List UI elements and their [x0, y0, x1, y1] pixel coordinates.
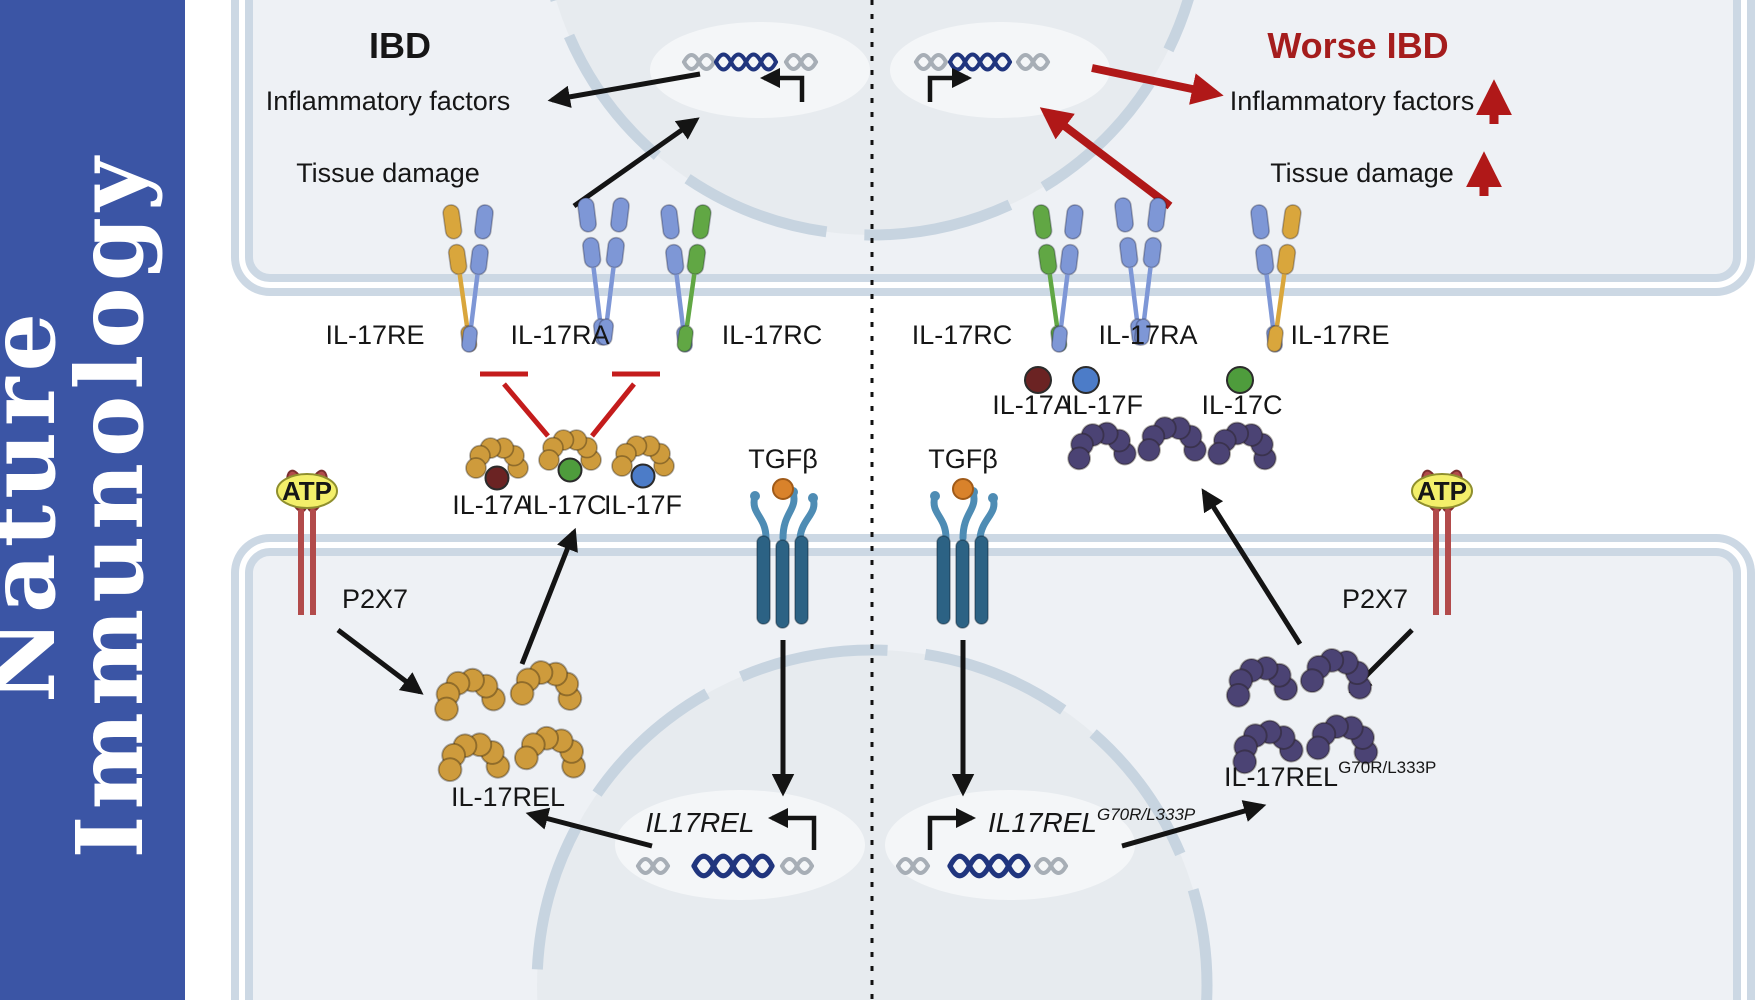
atp-label-right: ATP [1417, 476, 1467, 506]
worse-ibd-title: Worse IBD [1267, 25, 1448, 66]
cytokine-il17a-left [465, 437, 529, 491]
cytokine-il17c-left [538, 429, 602, 483]
label-il17rel-left: IL-17REL [451, 782, 565, 812]
cytokine-il17f-right [1072, 366, 1100, 394]
nucleus-bottom [531, 644, 1213, 1000]
arrow-receptor-to-nucleus-right [1039, 107, 1173, 210]
gene-il17rel-left: IL17REL [646, 807, 755, 838]
label-p2x7-right: P2X7 [1342, 584, 1408, 614]
label-p2x7-left: P2X7 [342, 584, 408, 614]
label-il17f-right: IL-17F [1065, 390, 1143, 420]
tgfb-ligand-right [952, 478, 974, 500]
il17rel-mutant-blobs-row [1063, 416, 1281, 472]
tissue-damage-left: Tissue damage [296, 158, 480, 188]
tissue-damage-right: Tissue damage [1270, 158, 1454, 188]
atp-badge-right: ATP [1411, 473, 1473, 509]
arrow-p2x7-to-cluster-left [336, 628, 424, 695]
inflammatory-factors-left: Inflammatory factors [266, 86, 511, 116]
journal-title-line2: Immunology [56, 152, 164, 859]
tgfb-ligand-left [772, 478, 794, 500]
label-il17ra-right: IL-17RA [1098, 320, 1197, 350]
label-tgfb-left: TGFβ [748, 444, 818, 474]
label-il17rc-right: IL-17RC [912, 320, 1013, 350]
atp-label-left: ATP [282, 476, 332, 506]
arrow-nucleus-to-factors-right [1091, 64, 1224, 105]
label-il17re-left: IL-17RE [325, 320, 424, 350]
atp-badge-left: ATP [276, 473, 338, 509]
label-il17rc-left: IL-17RC [722, 320, 823, 350]
tgfb-receptor-left [750, 487, 818, 628]
cytokine-il17c-right [1226, 366, 1254, 394]
label-il17a-left: IL-17A [452, 490, 532, 520]
journal-title-line1: Nature [0, 307, 76, 703]
label-il17a-right: IL-17A [992, 390, 1072, 420]
nucleus-glow [650, 22, 870, 118]
arrow-gene-to-cluster-right [1121, 800, 1267, 849]
label-il17ra-left: IL-17RA [510, 320, 609, 350]
transcription-arrow-bottom-right [927, 807, 977, 850]
label-il17rel-right: IL-17RELG70R/L333P [1224, 758, 1436, 792]
tgfb-receptor-right [930, 487, 998, 628]
inhibition-tbars [480, 371, 660, 438]
cytokine-il17a-right [1024, 366, 1052, 394]
label-tgfb-right: TGFβ [928, 444, 998, 474]
cytokine-il17f-left [611, 435, 675, 489]
sidebar-background [0, 0, 185, 1000]
label-il17f-left: IL-17F [604, 490, 682, 520]
journal-sidebar: Nature Immunology [0, 0, 185, 1000]
transcription-arrow-bottom-left [767, 807, 817, 850]
transcription-arrow-top-left [759, 67, 805, 102]
ibd-title: IBD [369, 25, 431, 66]
label-il17c-right: IL-17C [1201, 390, 1282, 420]
transcription-arrow-top-right [927, 67, 973, 102]
label-il17re-right: IL-17RE [1290, 320, 1389, 350]
arrow-cluster-to-cytokines-left [519, 527, 578, 665]
arrow-receptor-to-nucleus-left [572, 117, 700, 209]
gene-il17rel-right: IL17RELG70R/L333P [988, 805, 1196, 838]
arrow-cluster-to-blobs-right [1201, 488, 1303, 646]
arrow-nucleus-to-factors-left [547, 71, 701, 108]
label-il17c-left: IL-17C [525, 490, 606, 520]
arrow-gene-to-cluster-left [525, 807, 653, 849]
inflammatory-factors-right: Inflammatory factors [1230, 86, 1475, 116]
